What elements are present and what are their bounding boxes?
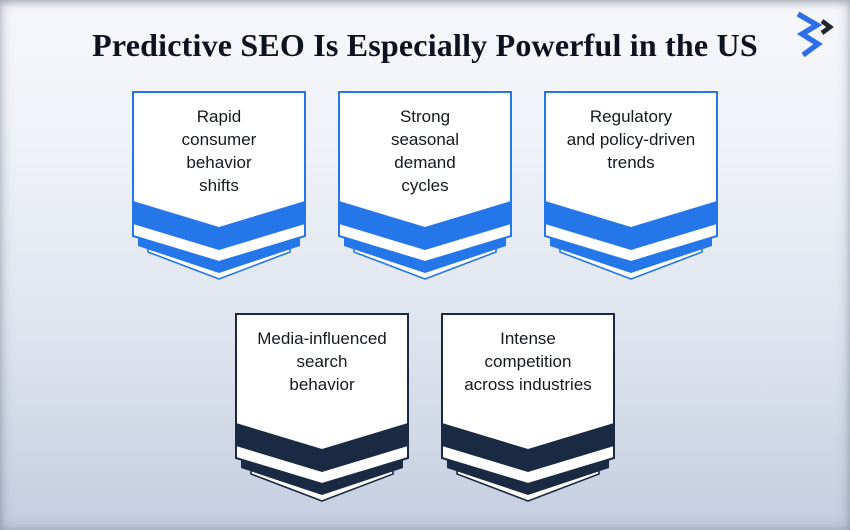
badge-media-influenced-search-behavior: Media-influenced search behavior <box>235 313 409 505</box>
badge-row-2: Media-influenced search behavior Intense… <box>0 313 850 505</box>
badge-intense-competition-across-industries: Intense competition across industries <box>441 313 615 505</box>
badge-label: Media-influenced search behavior <box>257 329 387 394</box>
zigzag-brand-logo-icon <box>796 11 834 58</box>
ribbon-shield-icon <box>132 91 306 280</box>
badge-label: Intense competition across industries <box>464 329 592 394</box>
badge-regulatory-policy-driven-trends: Regulatory and policy-driven trends <box>544 91 718 283</box>
ribbon-shield-icon <box>441 313 615 502</box>
ribbon-shield-icon <box>544 91 718 280</box>
badge-strong-seasonal-demand-cycles: Strong seasonal demand cycles <box>338 91 512 283</box>
page-title: Predictive SEO Is Especially Powerful in… <box>92 27 758 63</box>
ribbon-shield-icon <box>235 313 409 502</box>
badge-rapid-consumer-behavior-shifts: Rapid consumer behavior shifts <box>132 91 306 283</box>
badge-label: Strong seasonal demand cycles <box>390 107 460 195</box>
ribbon-shield-icon <box>338 91 512 280</box>
badge-label: Regulatory and policy-driven trends <box>566 107 696 172</box>
badge-label: Rapid consumer behavior shifts <box>181 107 257 195</box>
badge-row-1: Rapid consumer behavior shifts Strong se… <box>0 91 850 283</box>
